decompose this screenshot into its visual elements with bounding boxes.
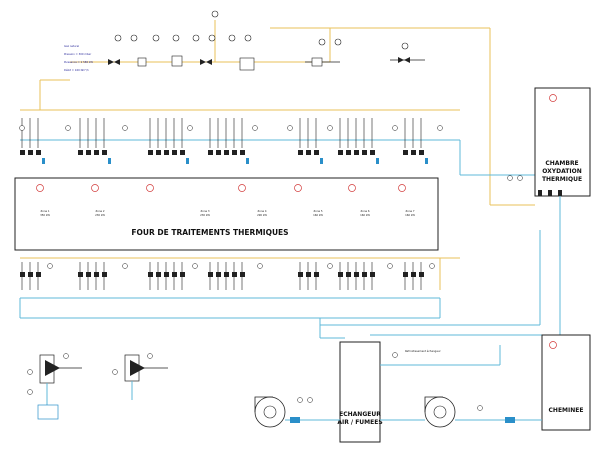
- chimney-box: [541, 334, 591, 431]
- flue-connections: [285, 345, 542, 423]
- furnace-box: [14, 177, 439, 251]
- chimney-alarm-icon: [549, 341, 557, 349]
- zone-3-power: 230 kW: [200, 213, 210, 217]
- chamber-label-1: CHAMBRE: [545, 160, 578, 167]
- zone-3-name: Zone 3: [200, 209, 209, 213]
- gas-supply-label: Gaz naturel: [64, 44, 79, 48]
- chimney-label: CHEMINEE: [549, 407, 584, 414]
- zone-7-power: 160 kW: [405, 213, 415, 217]
- oxidation-chamber-box: [534, 87, 591, 197]
- lower-burner-groups: [20, 262, 435, 290]
- exchanger-label-2: AIR / FUMEES: [337, 419, 382, 426]
- upper-burner-groups: [19, 118, 443, 164]
- exchanger-box: [339, 341, 381, 443]
- gas-header-instruments: [108, 10, 410, 71]
- fan-right: [424, 396, 456, 428]
- burner-detail-left: [27, 353, 82, 420]
- gas-supply-line-3: Débit = 160 Nm³/h: [64, 68, 89, 72]
- zone-2-name: Zone 2: [95, 209, 104, 213]
- cooling-annotation: Refroidissement échangeur: [405, 349, 442, 353]
- furnace-title: FOUR DE TRAITEMENTS THERMIQUES: [131, 228, 288, 237]
- chamber-label-2: OXYDATION: [542, 168, 581, 175]
- zone-6-name: Zone 6: [360, 209, 369, 213]
- zone-6-power: 160 kW: [360, 213, 370, 217]
- burner-detail-right: [112, 353, 168, 400]
- exchanger-label-1: ECHANGEUR: [339, 411, 381, 418]
- zone-1-power: 350 kW: [40, 213, 50, 217]
- zone-5-name: Zone 5: [313, 209, 322, 213]
- chamber-label-3: THERMIQUE: [542, 176, 582, 183]
- zone-2-power: 230 kW: [95, 213, 105, 217]
- zone-7-name: Zone 7: [405, 209, 414, 213]
- lower-manifolds: [19, 230, 541, 339]
- furnace-zone-sensors: [36, 184, 406, 192]
- zone-1-name: Zone 1: [40, 209, 49, 213]
- gas-supply-header: [70, 20, 535, 206]
- gas-supply-line-2: Puissance = 1 580 kW: [64, 60, 93, 64]
- gas-supply-line-1: Pression = 300 mbar: [64, 52, 92, 56]
- fan-left: [254, 396, 286, 428]
- zone-4-power: 290 kW: [257, 213, 267, 217]
- zone-4-name: Zone 4: [257, 209, 266, 213]
- zone-5-power: 160 kW: [313, 213, 323, 217]
- upper-gas-manifold: [20, 79, 535, 176]
- zone-labels: Zone 1 350 kW Zone 2 230 kW Zone 3 230 k…: [40, 209, 415, 217]
- chamber-alarm-icon: [549, 94, 557, 102]
- chamber-side-instruments: [507, 175, 562, 196]
